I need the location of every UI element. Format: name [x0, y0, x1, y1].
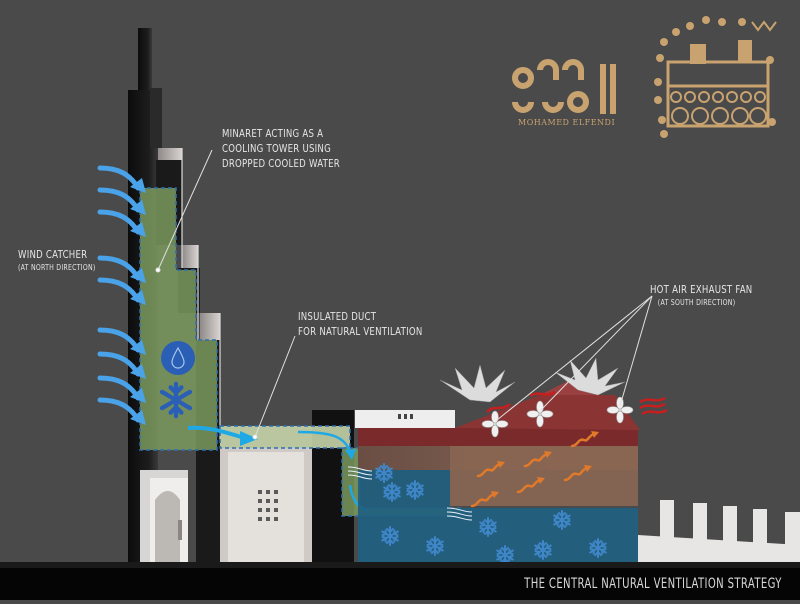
- exhaust-fan-title: HOT AIR EXHAUST FAN: [650, 283, 753, 296]
- wind-catcher-label: WIND CATCHER (AT NORTH DIRECTION): [18, 247, 96, 273]
- fence: [638, 500, 800, 565]
- logo-author-name: MOHAMED ELFENDI: [518, 118, 616, 127]
- middle-room: [220, 410, 354, 568]
- minaret-label-line-1: MINARET ACTING AS A: [222, 127, 324, 140]
- cool-air-streams: [347, 466, 473, 521]
- exhaust-fan-subtitle: (AT SOUTH DIRECTION): [657, 298, 736, 307]
- tower-snowflake-icon: [159, 381, 193, 419]
- wind-catcher-subtitle: (AT NORTH DIRECTION): [18, 263, 96, 272]
- footer-bar: THE CENTRAL NATURAL VENTILATION STRATEGY: [0, 568, 800, 600]
- duct-label: INSULATED DUCT FOR NATURAL VENTILATION: [298, 309, 423, 339]
- minaret-label-line-3: DROPPED COOLED WATER: [222, 157, 340, 170]
- logo-mark: [511, 16, 777, 138]
- exhaust-fan-label: HOT AIR EXHAUST FAN (AT SOUTH DIRECTION): [650, 282, 752, 308]
- minaret-label: MINARET ACTING AS A COOLING TOWER USING …: [222, 126, 340, 171]
- duct-label-line-2: FOR NATURAL VENTILATION: [298, 325, 423, 338]
- wind-catcher-title: WIND CATCHER: [18, 248, 88, 261]
- minaret-label-line-2: COOLING TOWER USING: [222, 142, 331, 155]
- cooling-tower-zone: [139, 187, 218, 451]
- diagram-title: THE CENTRAL NATURAL VENTILATION STRATEGY: [524, 576, 782, 592]
- exhaust-arrows: [486, 390, 668, 416]
- leader-lines: [155, 149, 653, 440]
- arcade-passage: [140, 470, 188, 562]
- water-drop-icon: [161, 341, 195, 375]
- duct-label-line-1: INSULATED DUCT: [298, 310, 377, 323]
- ground-line: [0, 562, 800, 568]
- roof-plants: [439, 357, 626, 403]
